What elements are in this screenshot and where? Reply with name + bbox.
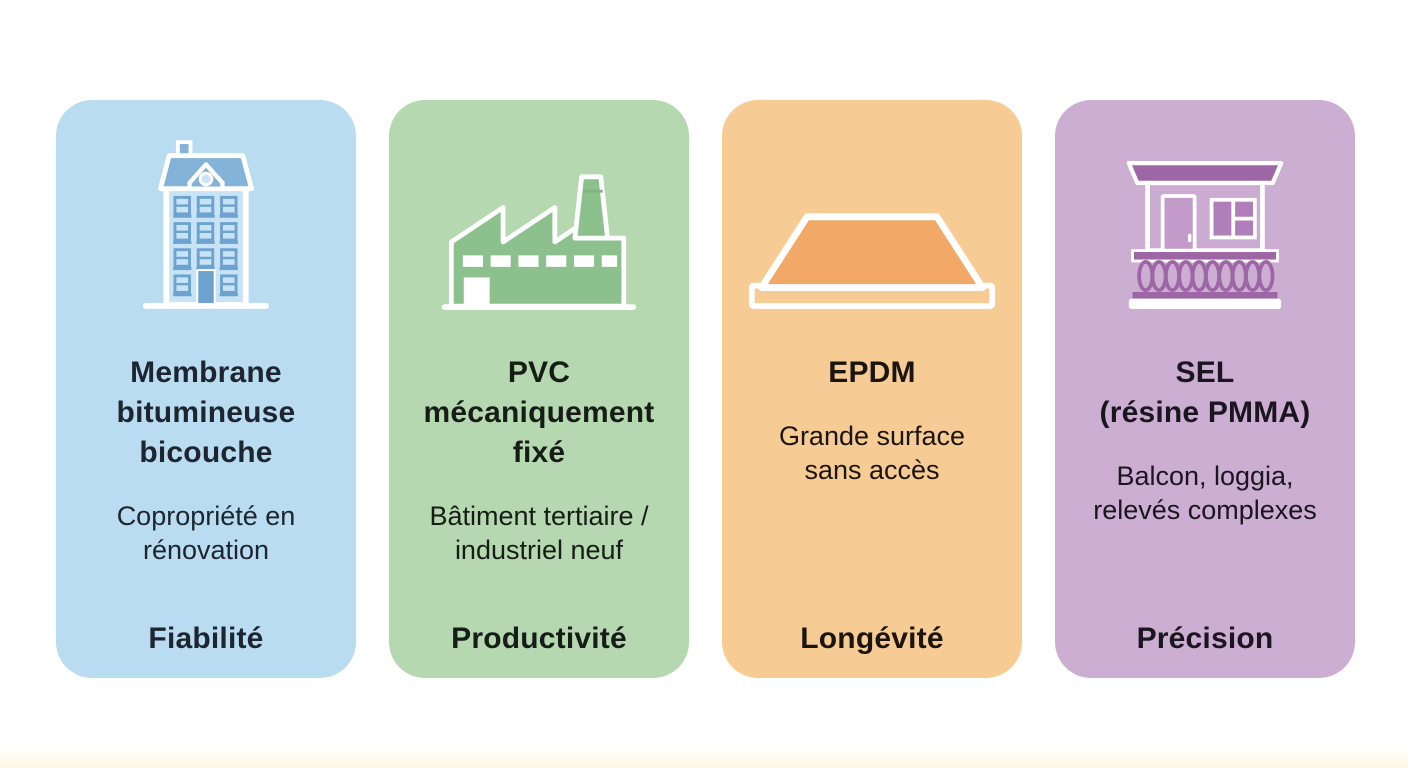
card-icon-box (738, 100, 1006, 313)
card-subtitle: Grande surface sans accès (778, 421, 966, 485)
card-keyword: Fiabilité (148, 622, 264, 655)
card-title: SEL (résine PMMA) (1099, 356, 1311, 429)
card-keyword: Productivité (451, 622, 627, 655)
card-title: Membrane bitumineuse bicouche (116, 356, 296, 469)
factory-icon (441, 174, 637, 310)
card-pvc-mecaniquement-fixe: PVC mécaniquement fixé Bâtiment tertiair… (389, 100, 689, 678)
card-keyword: Longévité (800, 622, 944, 655)
apartment-building-icon (143, 140, 269, 309)
card-epdm: EPDM Grande surface sans accès Longévité (722, 100, 1022, 678)
card-icon-box (405, 100, 673, 313)
card-subtitle: Copropriété en rénovation (116, 501, 296, 565)
card-subtitle: Balcon, loggia, relevés complexes (1093, 461, 1317, 525)
card-sel-resine-pmma: SEL (résine PMMA) Balcon, loggia, relevé… (1055, 100, 1355, 678)
card-membrane-bitumineuse: Membrane bitumineuse bicouche Copropriét… (56, 100, 356, 678)
card-icon-box (1071, 100, 1339, 313)
bottom-strip (0, 746, 1408, 768)
flat-roof-icon (748, 213, 996, 309)
card-title: PVC mécaniquement fixé (423, 356, 655, 469)
card-icon-box (72, 100, 340, 313)
card-title: EPDM (828, 356, 916, 389)
card-subtitle: Bâtiment tertiaire / industriel neuf (429, 501, 649, 565)
cards-row: Membrane bitumineuse bicouche Copropriét… (56, 100, 1355, 678)
balcony-icon (1126, 160, 1284, 309)
card-keyword: Précision (1136, 622, 1274, 655)
